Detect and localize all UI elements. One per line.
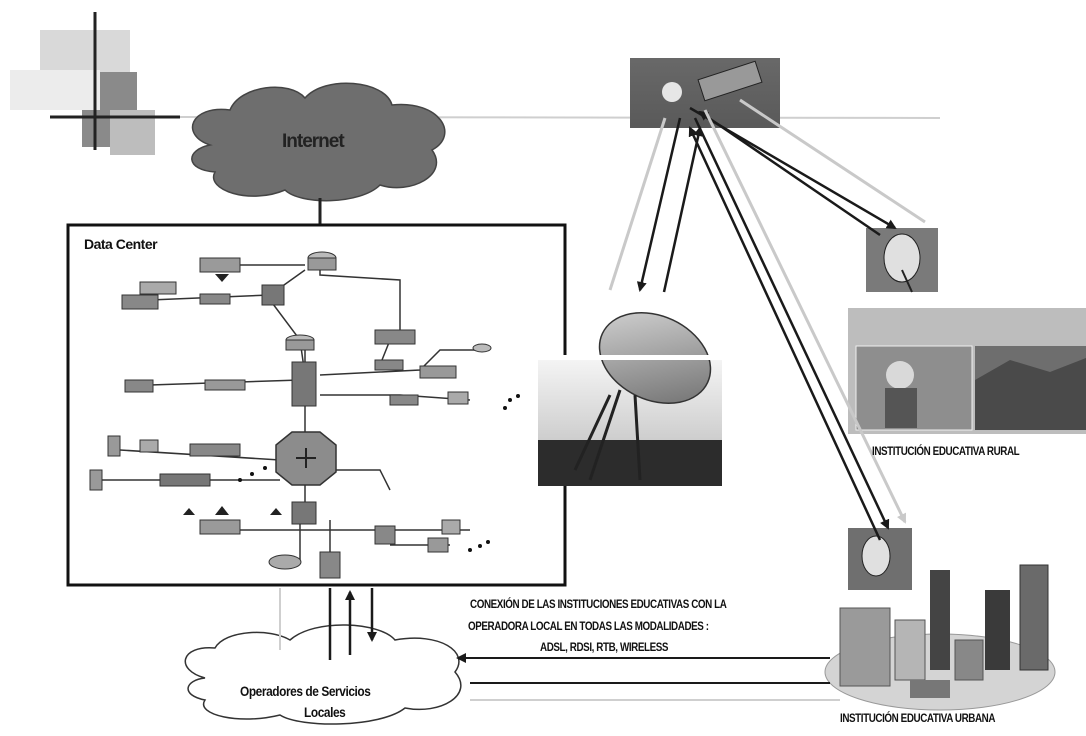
server-icon [122, 295, 158, 309]
building-icon [985, 590, 1010, 670]
firewall-icon [292, 362, 316, 406]
connection-caption-line-3: ADSL, RDSI, RTB, WIRELESS [540, 640, 668, 654]
switch-icon [160, 474, 210, 486]
storage-icon [269, 555, 301, 569]
server-icon [200, 520, 240, 534]
building-icon [840, 608, 890, 686]
urban-operator-links [458, 658, 830, 683]
dish-antenna-icon [862, 536, 890, 576]
operators-label-line-1: Operadores de Servicios [240, 683, 370, 699]
rural-institution-photo [848, 308, 1086, 434]
switch-icon [200, 294, 230, 304]
data-center-label: Data Center [84, 236, 157, 252]
firewall-icon [262, 285, 284, 305]
decorative-corner [10, 12, 180, 155]
rural-institution-label: INSTITUCIÓN EDUCATIVA RURAL [872, 444, 1019, 458]
building-icon [930, 570, 950, 670]
user-icon [90, 470, 102, 490]
building-icon [1020, 565, 1048, 670]
switch-icon [190, 444, 240, 456]
server-icon [125, 380, 153, 392]
switch-icon [375, 330, 415, 344]
connection-caption-line-2: OPERADORA LOCAL EN TODAS LAS MODALIDADES… [468, 619, 709, 633]
connection-caption-line-1: CONEXIÓN DE LAS INSTITUCIONES EDUCATIVAS… [470, 597, 726, 611]
firewall-icon [292, 502, 316, 524]
operators-label-line-2: Locales [304, 704, 345, 720]
rural-dish-image [866, 228, 938, 292]
dish-antenna-icon [884, 234, 920, 282]
internet-label: Internet [282, 131, 344, 153]
server-icon [200, 258, 240, 272]
switch-icon [205, 380, 245, 390]
urban-institution-label: INSTITUCIÓN EDUCATIVA URBANA [840, 711, 995, 725]
user-icon [108, 436, 120, 456]
